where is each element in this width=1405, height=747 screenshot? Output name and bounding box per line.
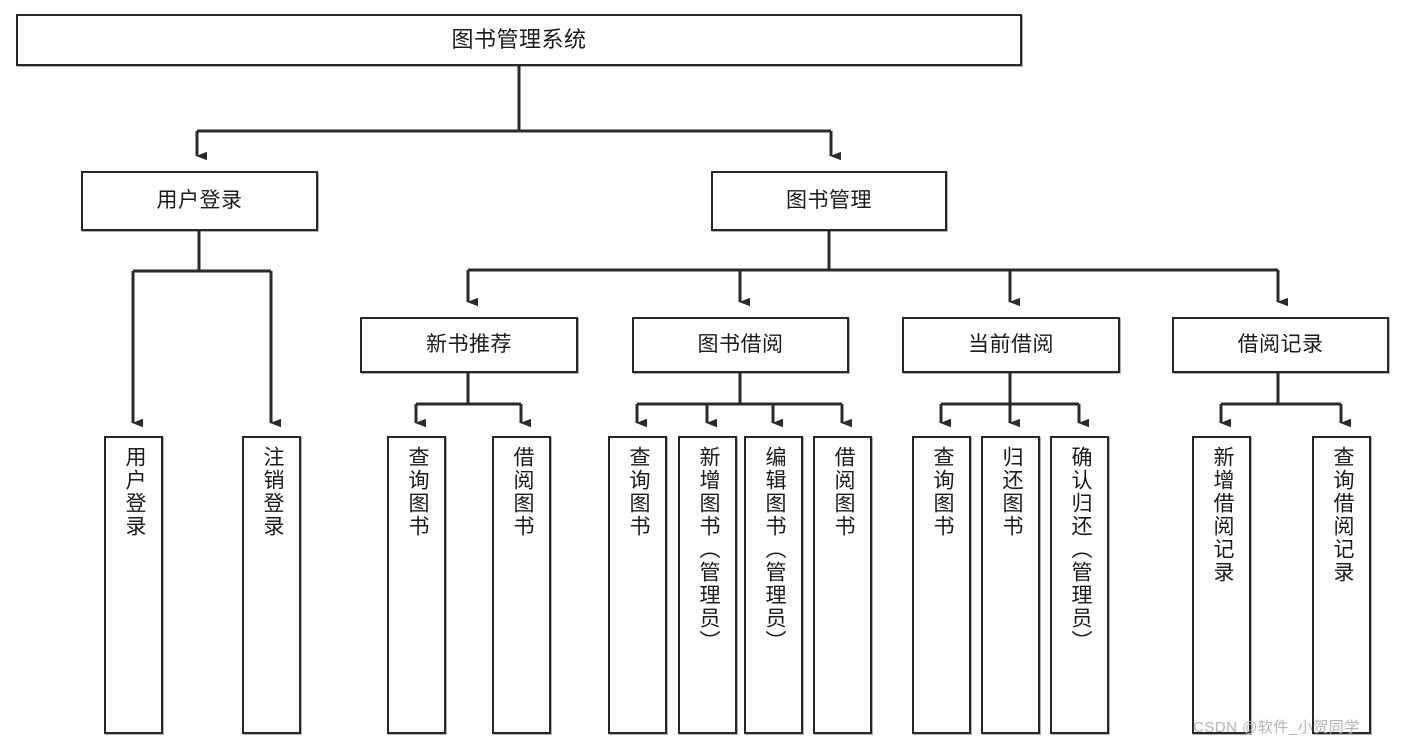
leaf-user-login-signout[interactable]: 注销登录 bbox=[242, 436, 301, 734]
node-label: 查询借阅记录 bbox=[1330, 446, 1354, 584]
node-label: 用户登录 bbox=[122, 446, 146, 538]
node-label: 当前借阅 bbox=[968, 333, 1054, 357]
node-new-book-recommend[interactable]: 新书推荐 bbox=[360, 317, 578, 373]
node-borrow-records[interactable]: 借阅记录 bbox=[1172, 317, 1389, 373]
node-label: 借阅图书 bbox=[510, 446, 534, 538]
node-label: 归还图书 bbox=[999, 446, 1023, 538]
leaf-records-query-record[interactable]: 查询借阅记录 bbox=[1312, 436, 1371, 734]
node-label: 图书借阅 bbox=[697, 333, 784, 357]
leaf-user-login-signin[interactable]: 用户登录 bbox=[104, 436, 163, 734]
node-label: 图书管理系统 bbox=[451, 26, 587, 52]
node-label: 查询图书 bbox=[626, 446, 650, 538]
leaf-current-query-book[interactable]: 查询图书 bbox=[912, 436, 971, 734]
leaf-borrow-add-book-admin[interactable]: 新增图书（管理员） bbox=[678, 436, 737, 734]
node-label: 新书推荐 bbox=[426, 333, 512, 357]
node-book-management[interactable]: 图书管理 bbox=[711, 171, 947, 231]
node-book-borrow[interactable]: 图书借阅 bbox=[632, 317, 849, 373]
leaf-borrow-query-book[interactable]: 查询图书 bbox=[608, 436, 667, 734]
node-label: 新增借阅记录 bbox=[1210, 446, 1234, 584]
leaf-current-confirm-return-admin[interactable]: 确认归还（管理员） bbox=[1050, 436, 1109, 734]
node-root-library-management-system[interactable]: 图书管理系统 bbox=[16, 14, 1022, 66]
csdn-watermark: CSDN @软件_小贺同学 bbox=[1193, 719, 1360, 736]
node-label: 编辑图书（管理员） bbox=[762, 446, 786, 653]
node-label: 新增图书（管理员） bbox=[696, 446, 720, 653]
node-label: 注销登录 bbox=[260, 446, 284, 538]
node-label: 查询图书 bbox=[405, 446, 429, 538]
node-label: 用户登录 bbox=[156, 189, 243, 213]
leaf-recommend-query-book[interactable]: 查询图书 bbox=[387, 436, 446, 734]
leaf-current-return-book[interactable]: 归还图书 bbox=[981, 436, 1040, 734]
leaf-recommend-borrow-book[interactable]: 借阅图书 bbox=[492, 436, 551, 734]
node-label: 图书管理 bbox=[786, 189, 872, 213]
leaf-borrow-borrow-book[interactable]: 借阅图书 bbox=[813, 436, 872, 734]
node-label: 确认归还（管理员） bbox=[1068, 446, 1092, 653]
node-label: 查询图书 bbox=[930, 446, 954, 538]
node-label: 借阅记录 bbox=[1237, 333, 1324, 357]
leaf-records-add-record[interactable]: 新增借阅记录 bbox=[1192, 436, 1251, 734]
node-label: 借阅图书 bbox=[831, 446, 855, 538]
node-current-borrow[interactable]: 当前借阅 bbox=[902, 317, 1120, 373]
leaf-borrow-edit-book-admin[interactable]: 编辑图书（管理员） bbox=[744, 436, 803, 734]
node-user-login[interactable]: 用户登录 bbox=[81, 171, 318, 231]
